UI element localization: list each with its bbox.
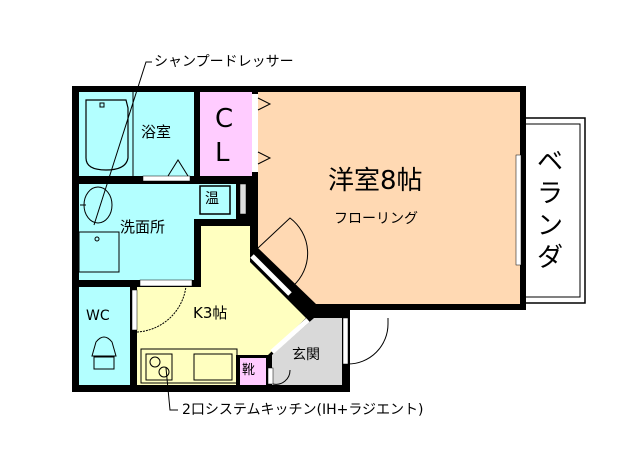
toilet-icon bbox=[91, 336, 117, 370]
water-heater bbox=[199, 185, 231, 215]
kitchen bbox=[137, 226, 306, 385]
shoe-box-label: 靴 bbox=[242, 363, 256, 378]
closet-door bbox=[252, 94, 258, 172]
entrance-label: 玄関 bbox=[292, 347, 320, 363]
washroom-label: 洗面所 bbox=[120, 218, 166, 236]
shoe-box bbox=[240, 358, 266, 385]
bathtub-icon bbox=[85, 99, 129, 171]
kitchen-counter bbox=[140, 348, 238, 384]
bath-door bbox=[142, 175, 191, 182]
shampoo-dresser-callout: シャンプードレッサー bbox=[154, 54, 294, 70]
flooring-label: フローリング bbox=[334, 211, 418, 227]
closet bbox=[200, 92, 252, 176]
kitchen-callout: 2口システムキッチン(IH+ラジエント) bbox=[182, 402, 424, 418]
vanity-sink-icon bbox=[78, 186, 120, 273]
kitchen-label: K3帖 bbox=[193, 304, 228, 322]
bath bbox=[79, 92, 194, 176]
veranda bbox=[519, 117, 586, 304]
water-heater-label: 温 bbox=[205, 191, 219, 207]
toilet-room bbox=[79, 287, 130, 385]
toilet-label: WC bbox=[86, 308, 110, 324]
entrance bbox=[272, 318, 342, 385]
veranda-label: ベランダ bbox=[537, 147, 564, 273]
closet-label-l: L bbox=[215, 138, 230, 168]
bath-label: 浴室 bbox=[141, 123, 172, 141]
western-room-label: 洋室8帖 bbox=[328, 166, 423, 196]
washroom bbox=[79, 184, 236, 280]
western-room bbox=[258, 92, 520, 304]
closet-label-c: C bbox=[215, 104, 234, 134]
